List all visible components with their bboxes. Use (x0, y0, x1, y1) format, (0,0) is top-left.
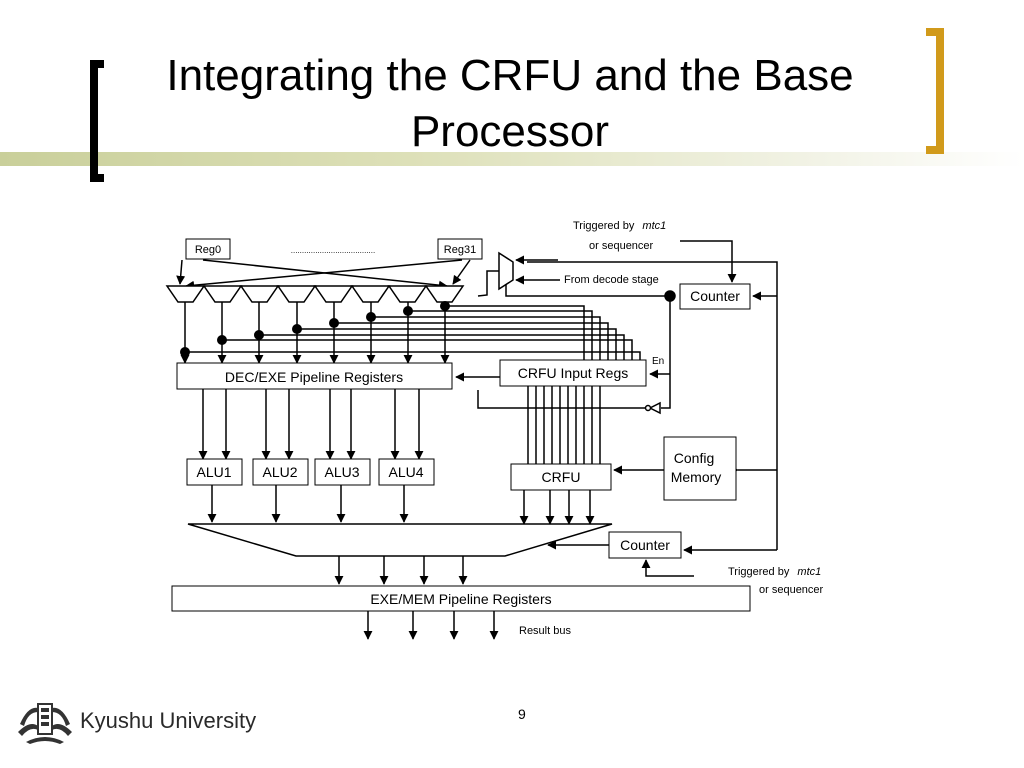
counter-top-box (679, 283, 751, 310)
crfu-label: CRFU (542, 469, 581, 485)
bus-wiring (180, 302, 641, 368)
register-read-mux (387, 285, 428, 303)
page-number: 9 (518, 706, 526, 722)
alu-box (314, 458, 371, 486)
config-memory-block: Config Memory (613, 436, 737, 501)
reg0-label: Reg0 (195, 244, 221, 256)
config-memory-box (663, 436, 737, 501)
result-bus-label: Result bus (519, 625, 571, 637)
alu-feed-arrows (198, 389, 424, 460)
enable-label: En (652, 356, 664, 367)
crfu-input-block: CRFU Input Regs (455, 359, 647, 387)
trigger-top-prefix: Triggered by (573, 220, 635, 232)
alu-label: ALU1 (196, 464, 231, 480)
exe-mem-pipeline-registers (171, 585, 751, 612)
dec-exe-pipeline-registers (176, 362, 453, 390)
trigger-bottom-prefix: Triggered by (728, 566, 790, 578)
register-read-mux (424, 285, 465, 303)
trigger-bottom-emph: mtc1 (797, 566, 821, 578)
crfu-input-regs (499, 359, 647, 387)
counter-bottom-label: Counter (620, 537, 670, 553)
register-read-mux (202, 285, 243, 303)
reg0-box (185, 238, 231, 260)
trigger-bottom-suffix: or sequencer (759, 584, 824, 596)
dec-exe-label: DEC/EXE Pipeline Registers (225, 369, 403, 385)
config-line (527, 261, 778, 555)
slide-title: Integrating the CRFU and the Base Proces… (166, 51, 854, 156)
trigger-top-emph: mtc1 (642, 220, 666, 232)
register-boxes: Reg0 ...................................… (185, 238, 483, 260)
left-bracket-decoration (90, 60, 104, 182)
university-logo-icon (16, 698, 74, 753)
title-divider-bar (0, 152, 1024, 166)
register-crossing-lines (176, 259, 471, 290)
crfu-block: CRFU (510, 386, 612, 525)
bottom-counter: Counter Triggered by mtc1 or sequencer (608, 531, 824, 596)
crfu-input-label: CRFU Input Regs (518, 365, 628, 381)
bus-junction-dots (180, 301, 450, 357)
footer-institution: Kyushu University (80, 708, 257, 733)
alu-box (186, 458, 243, 486)
dec-exe-block: DEC/EXE Pipeline Registers (176, 362, 453, 390)
register-ellipsis: ...................................... (291, 246, 375, 255)
from-decode-label: From decode stage (564, 274, 659, 286)
counter-bottom-box (608, 531, 682, 559)
result-mux (187, 485, 613, 585)
register-read-mux (313, 285, 354, 303)
alu-label: ALU4 (388, 464, 423, 480)
result-mux-shape (187, 523, 613, 557)
config-memory-line1: Config (674, 450, 714, 466)
trigger-top-suffix: or sequencer (589, 240, 654, 252)
svg-text:Triggered by mtc1: Triggered by mtc1 (728, 566, 821, 578)
register-read-mux-row (165, 285, 465, 303)
counter-top-label: Counter (690, 288, 740, 304)
reg31-label: Reg31 (444, 244, 476, 256)
exe-mem-label: EXE/MEM Pipeline Registers (370, 591, 551, 607)
alu-label: ALU3 (324, 464, 359, 480)
register-read-mux (165, 285, 206, 303)
register-read-mux (350, 285, 391, 303)
top-trigger-note: Triggered by mtc1 or sequencer From deco… (564, 220, 666, 367)
alu-row: ALU1 ALU2 ALU3 ALU4 (186, 458, 435, 486)
decode-mux (477, 251, 676, 415)
alu-label: ALU2 (262, 464, 297, 480)
top-counter: Counter (679, 240, 751, 310)
right-bracket-decoration (926, 28, 944, 154)
alu-box (378, 458, 435, 486)
reg31-box (437, 238, 483, 260)
alu-box (252, 458, 309, 486)
config-memory-line2: Memory (671, 469, 722, 485)
exe-mem-block: EXE/MEM Pipeline Registers Result bus (171, 585, 751, 640)
svg-text:Triggered by mtc1: Triggered by mtc1 (573, 220, 666, 232)
register-read-mux (239, 285, 280, 303)
crfu-box (510, 463, 612, 491)
register-read-mux (276, 285, 317, 303)
